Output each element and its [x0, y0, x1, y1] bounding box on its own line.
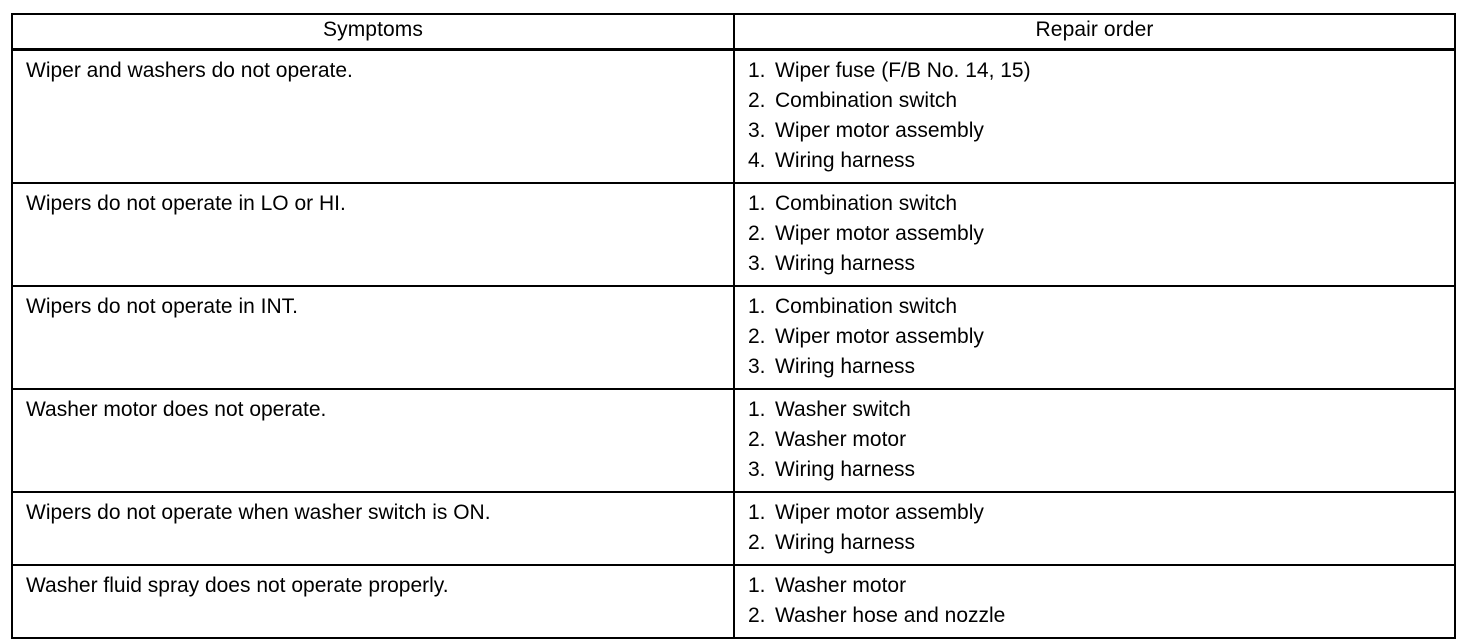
repair-order-list: 1. Wiper fuse (F/B No. 14, 15) 2. Combinati… [741, 56, 1448, 176]
repair-order-label: Wiring harness [775, 457, 916, 481]
table-body: Wiper and washers do not operate.1.Wiper… [12, 49, 1455, 638]
symptom-text: Washer fluid spray does not operate prop… [26, 573, 449, 597]
repair-order-number: 1. [748, 294, 766, 318]
repair-order-label: Washer motor [775, 427, 907, 451]
symptom-text: Wipers do not operate in LO or HI. [26, 191, 346, 215]
symptom-text: Washer motor does not operate. [26, 397, 327, 421]
repair-order-label: Wiper fuse (F/B No. 14, 15) [775, 58, 1031, 82]
repair-order-label: Washer switch [775, 397, 911, 421]
repair-order-item: 2. Wiper motor assembly [741, 322, 1448, 352]
repair-order-list: 1. Wiper motor assembly 2. Wiring harness [741, 498, 1448, 558]
symptom-cell: Washer motor does not operate. [12, 387, 734, 492]
repair-order-item: 1. Wiper fuse (F/B No. 14, 15) [741, 56, 1448, 86]
repair-order-number: 2. [748, 427, 766, 451]
repair-order-list: 1. Combination switch 2. Wiper motor assemb… [741, 292, 1448, 382]
repair-order-item: 3. Wiring harness [741, 352, 1448, 382]
table-row: Wipers do not operate in LO or HI. 1. Comb… [12, 181, 1455, 286]
repair-order-number: 2. [748, 530, 766, 554]
symptom-cell: Wipers do not operate in LO or HI. [12, 181, 734, 286]
repair-order-label: Wiring harness [775, 530, 916, 554]
page-canvas: Symptoms Repair order Wiper and washers … [11, 13, 1456, 639]
symptom-cell: Wipers do not operate when washer switch… [12, 490, 734, 565]
repair-order-label: Wiring harness [775, 354, 916, 378]
repair-order-number: 3. [748, 118, 766, 142]
repair-order-number: 2. [748, 324, 766, 348]
column-header-repair-order: Repair order [733, 14, 1455, 51]
repair-order-label: Wiring harness [775, 251, 916, 275]
repair-order-number: 3. [748, 354, 766, 378]
symptom-cell: Wiper and washers do not operate. [12, 49, 734, 183]
trouble-diagnosis-table: Symptoms Repair order Wiper and washers … [11, 13, 1456, 639]
repair-order-item: 4. Wiring harness [741, 146, 1448, 176]
repair-order-label: Wiper motor assembly [775, 221, 984, 245]
repair-order-number: 3. [748, 457, 766, 481]
repair-order-item: 3. Wiper motor assembly [741, 116, 1448, 146]
repair-order-number: 1. [748, 573, 766, 597]
repair-order-number: 3. [748, 251, 766, 275]
table-row: Wipers do not operate when washer switch… [12, 490, 1455, 565]
symptom-cell: Washer fluid spray does not operate prop… [12, 563, 734, 638]
table-row: Wiper and washers do not operate. 1. Wiper… [12, 49, 1455, 183]
repair-order-label: Wiring harness [775, 148, 916, 172]
repair-order-label: Wiper motor assembly [775, 324, 984, 348]
symptom-cell: Wipers do not operate in INT. [12, 284, 734, 389]
repair-order-cell: 1. Washer switch 2. Washer motor 3. Wiring ha… [733, 387, 1455, 492]
table-head: Symptoms Repair order [12, 14, 1455, 51]
repair-order-item: 2. Combination switch [741, 86, 1448, 116]
repair-order-cell: 1. Combination switch 2. Wiper motor assemb… [733, 284, 1455, 389]
repair-order-item: 1. Wiper motor assembly [741, 498, 1448, 528]
repair-order-number: 1. [748, 58, 766, 82]
repair-order-label: Washer motor [775, 573, 907, 597]
table-row: Wipers do not operate in INT. 1. Combinati… [12, 284, 1455, 389]
repair-order-cell: 1. Combination switch 2. Wiper motor assemb… [733, 181, 1455, 286]
repair-order-list: 1. Washer motor 2. Washer hose and nozzle [741, 571, 1448, 631]
repair-order-label: Combination switch [775, 88, 958, 112]
repair-order-item: 2. Wiring harness [741, 528, 1448, 558]
repair-order-label: Wiper motor assembly [775, 118, 984, 142]
repair-order-item: 3. Wiring harness [741, 455, 1448, 485]
repair-order-label: Wiper motor assembly [775, 500, 984, 524]
repair-order-number: 2. [748, 221, 766, 245]
symptom-text: Wipers do not operate when washer switch… [26, 500, 491, 524]
repair-order-list: 1. Combination switch 2. Wiper motor assemb… [741, 189, 1448, 279]
repair-order-list: 1. Washer switch 2. Washer motor 3. Wiring ha… [741, 395, 1448, 485]
repair-order-label: Combination switch [775, 294, 958, 318]
repair-order-item: 2. Washer hose and nozzle [741, 601, 1448, 631]
repair-order-cell: 1. Wiper motor assembly 2. Wiring harness [733, 490, 1455, 565]
symptom-text: Wipers do not operate in INT. [26, 294, 298, 318]
repair-order-number: 4. [748, 148, 766, 172]
repair-order-item: 2. Wiper motor assembly [741, 219, 1448, 249]
repair-order-number: 1. [748, 191, 766, 215]
repair-order-number: 1. [748, 500, 766, 524]
repair-order-item: 3. Wiring harness [741, 249, 1448, 279]
repair-order-cell: 1. Washer motor 2. Washer hose and nozzle [733, 563, 1455, 638]
repair-order-item: 1. Combination switch [741, 292, 1448, 322]
column-header-symptoms: Symptoms [12, 14, 734, 51]
table-row: Washer fluid spray does not operate prop… [12, 563, 1455, 638]
symptom-text: Wiper and washers do not operate. [26, 58, 353, 82]
repair-order-label: Washer hose and nozzle [775, 603, 1006, 627]
repair-order-number: 2. [748, 603, 766, 627]
table-row: Washer motor does not operate. 1. Washer s… [12, 387, 1455, 492]
table-header-row: Symptoms Repair order [12, 14, 1455, 51]
repair-order-cell: 1. Wiper fuse (F/B No. 14, 15) 2. Combinati… [733, 49, 1455, 183]
repair-order-number: 2. [748, 88, 766, 112]
repair-order-item: 1. Washer switch [741, 395, 1448, 425]
repair-order-item: 1. Combination switch [741, 189, 1448, 219]
repair-order-label: Combination switch [775, 191, 958, 215]
repair-order-item: 2. Washer motor [741, 425, 1448, 455]
repair-order-number: 1. [748, 397, 766, 421]
repair-order-item: 1. Washer motor [741, 571, 1448, 601]
